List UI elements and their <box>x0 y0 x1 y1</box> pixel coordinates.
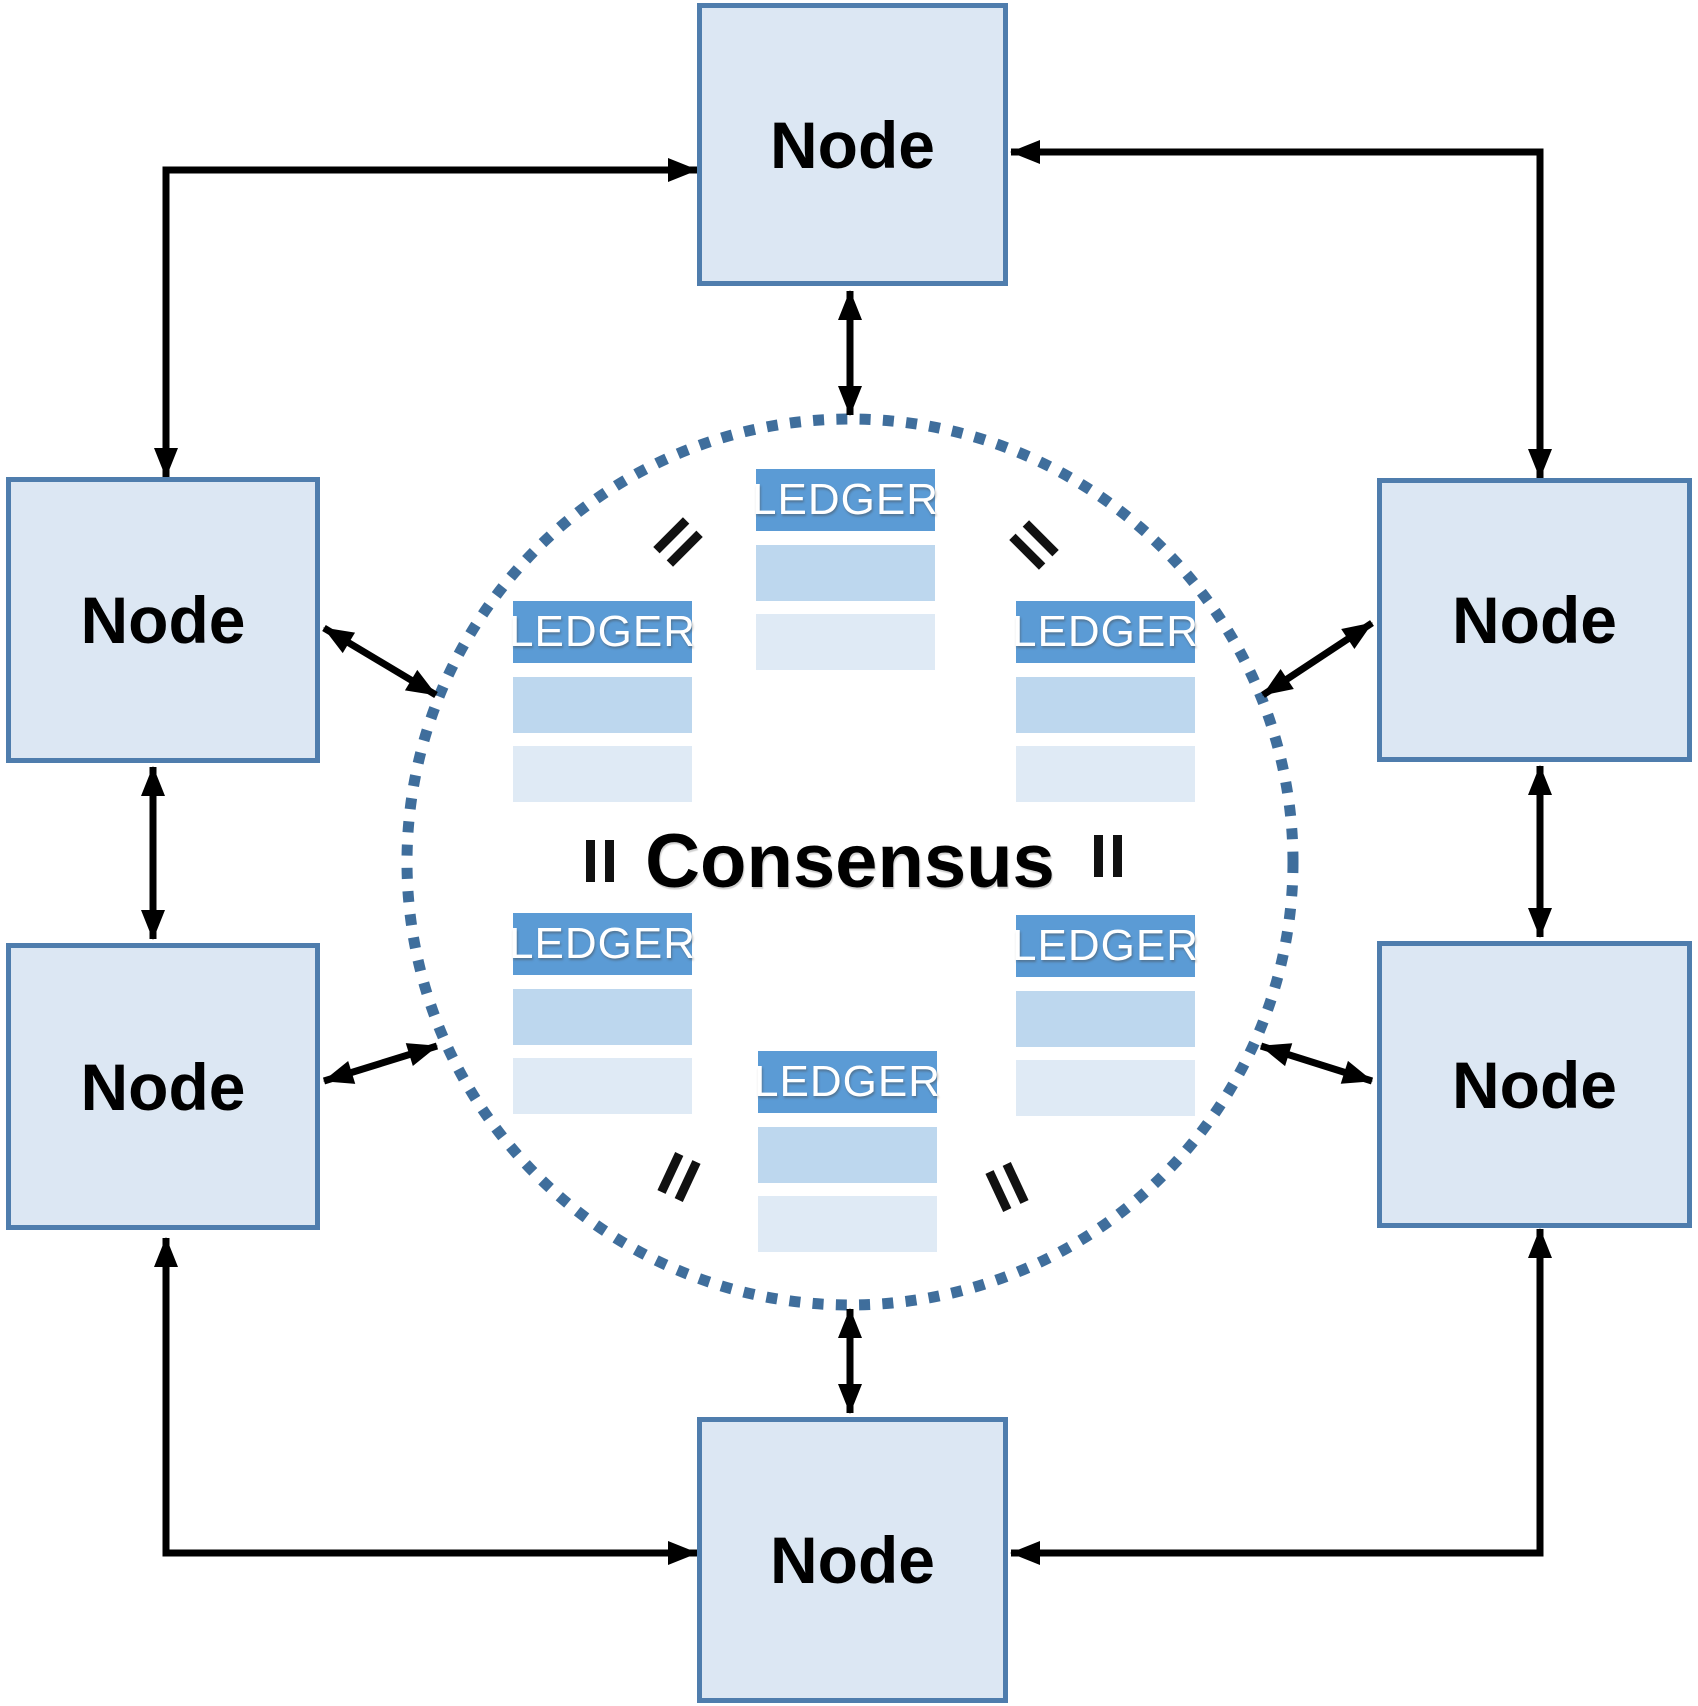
ledger-row <box>513 746 692 802</box>
ledger-row <box>756 545 935 601</box>
node-label: Node <box>80 1049 246 1124</box>
ledger-label: LEDGER <box>509 607 696 656</box>
ledger-table-bottom: LEDGER <box>754 1051 940 1265</box>
ledger-table-upper-left: LEDGER <box>509 601 695 815</box>
equals-icon <box>586 840 614 882</box>
node-label: Node <box>1452 583 1617 657</box>
ledger-row <box>1016 1060 1195 1116</box>
ledger-label: LEDGER <box>509 919 696 968</box>
node-label: Node <box>770 1523 935 1597</box>
ledger-table-top: LEDGER <box>752 469 938 683</box>
arrow-rightupper-circle <box>1261 620 1374 698</box>
ledger-row <box>1016 677 1195 733</box>
connector-top-right <box>1010 140 1552 479</box>
ledger-header: LEDGER <box>1012 915 1198 977</box>
consensus-label: Consensus <box>645 819 1055 904</box>
ledger-row <box>513 677 692 733</box>
ledger-row <box>758 1127 937 1183</box>
ledger-row <box>1016 991 1195 1047</box>
ledger-row <box>756 614 935 670</box>
arrow-leftupper-circle <box>322 624 438 699</box>
node-label: Node <box>1452 1047 1617 1122</box>
ledger-header: LEDGER <box>509 913 695 975</box>
node-box-left-upper: Node <box>6 477 320 763</box>
ledger-label: LEDGER <box>752 475 939 524</box>
consensus-dotted-circle <box>401 413 1299 1311</box>
ledger-header: LEDGER <box>509 601 695 663</box>
node-box-right-upper: Node <box>1377 478 1692 762</box>
ledger-row <box>1016 746 1195 802</box>
ledger-row <box>758 1196 937 1252</box>
ledger-label: LEDGER <box>1012 921 1199 970</box>
ledger-label: LEDGER <box>1012 607 1199 656</box>
ledger-table-lower-left: LEDGER <box>509 913 695 1127</box>
node-box-top: Node <box>697 3 1008 286</box>
node-label: Node <box>80 583 246 657</box>
ledger-table-upper-right: LEDGER <box>1012 601 1198 815</box>
ledger-table-lower-right: LEDGER <box>1012 915 1198 1129</box>
ledger-row <box>513 1058 692 1114</box>
connector-bottom-right <box>1010 1228 1552 1565</box>
ledger-label: LEDGER <box>754 1057 941 1106</box>
ledger-header: LEDGER <box>1012 601 1198 663</box>
node-label: Node <box>770 107 935 182</box>
node-box-left-lower: Node <box>6 943 320 1230</box>
node-box-bottom: Node <box>697 1417 1008 1703</box>
arrow-rightlower-circle <box>1259 1042 1374 1085</box>
node-box-right-lower: Node <box>1377 941 1692 1228</box>
arrow-leftlower-circle <box>322 1042 439 1085</box>
connector-bottom-left <box>154 1237 698 1565</box>
ledger-header: LEDGER <box>752 469 938 531</box>
equals-icon <box>1094 835 1122 877</box>
ledger-row <box>513 989 692 1045</box>
connector-top-left <box>154 158 698 478</box>
ledger-header: LEDGER <box>754 1051 940 1113</box>
